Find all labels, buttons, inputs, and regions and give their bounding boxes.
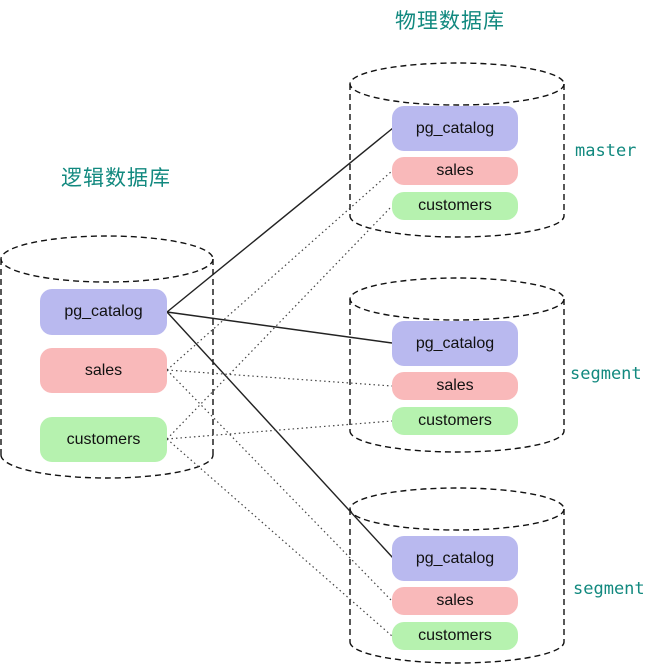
logical-db-title: 逻辑数据库 xyxy=(61,167,171,190)
segment1-schema-pg-catalog: pg_catalog xyxy=(392,321,518,366)
connection-pgcatalog-segment2 xyxy=(166,311,394,559)
segment2-schema-customers: customers xyxy=(392,622,518,650)
master-schema-pg-catalog: pg_catalog xyxy=(392,106,518,151)
segment2-schema-pg-catalog: pg_catalog xyxy=(392,536,518,581)
logical-schema-customers: customers xyxy=(40,417,167,462)
segment2-role-label: segment xyxy=(573,579,645,599)
segment2-db-cylinder xyxy=(349,487,565,664)
connection-sales-master xyxy=(166,170,393,371)
master-role-label: master xyxy=(575,141,637,161)
connection-customers-segment1 xyxy=(166,420,393,440)
connection-customers-segment2 xyxy=(166,438,393,637)
logical-db-cylinder xyxy=(0,235,214,479)
segment2-schema-sales: sales xyxy=(392,587,518,615)
connection-pgcatalog-segment1 xyxy=(166,311,393,344)
connection-sales-segment1 xyxy=(166,369,393,387)
connection-pgcatalog-master xyxy=(166,127,394,313)
physical-db-title: 物理数据库 xyxy=(395,10,505,33)
segment1-schema-sales: sales xyxy=(392,372,518,400)
segment1-role-label: segment xyxy=(570,364,642,384)
logical-schema-sales: sales xyxy=(40,348,167,393)
master-schema-customers: customers xyxy=(392,192,518,220)
connection-customers-master xyxy=(166,205,393,440)
master-db-cylinder xyxy=(349,62,565,238)
segment1-schema-customers: customers xyxy=(392,407,518,435)
segment1-db-cylinder xyxy=(349,277,565,453)
connection-sales-segment2 xyxy=(166,369,393,602)
master-schema-sales: sales xyxy=(392,157,518,185)
logical-schema-pg-catalog: pg_catalog xyxy=(40,289,167,335)
